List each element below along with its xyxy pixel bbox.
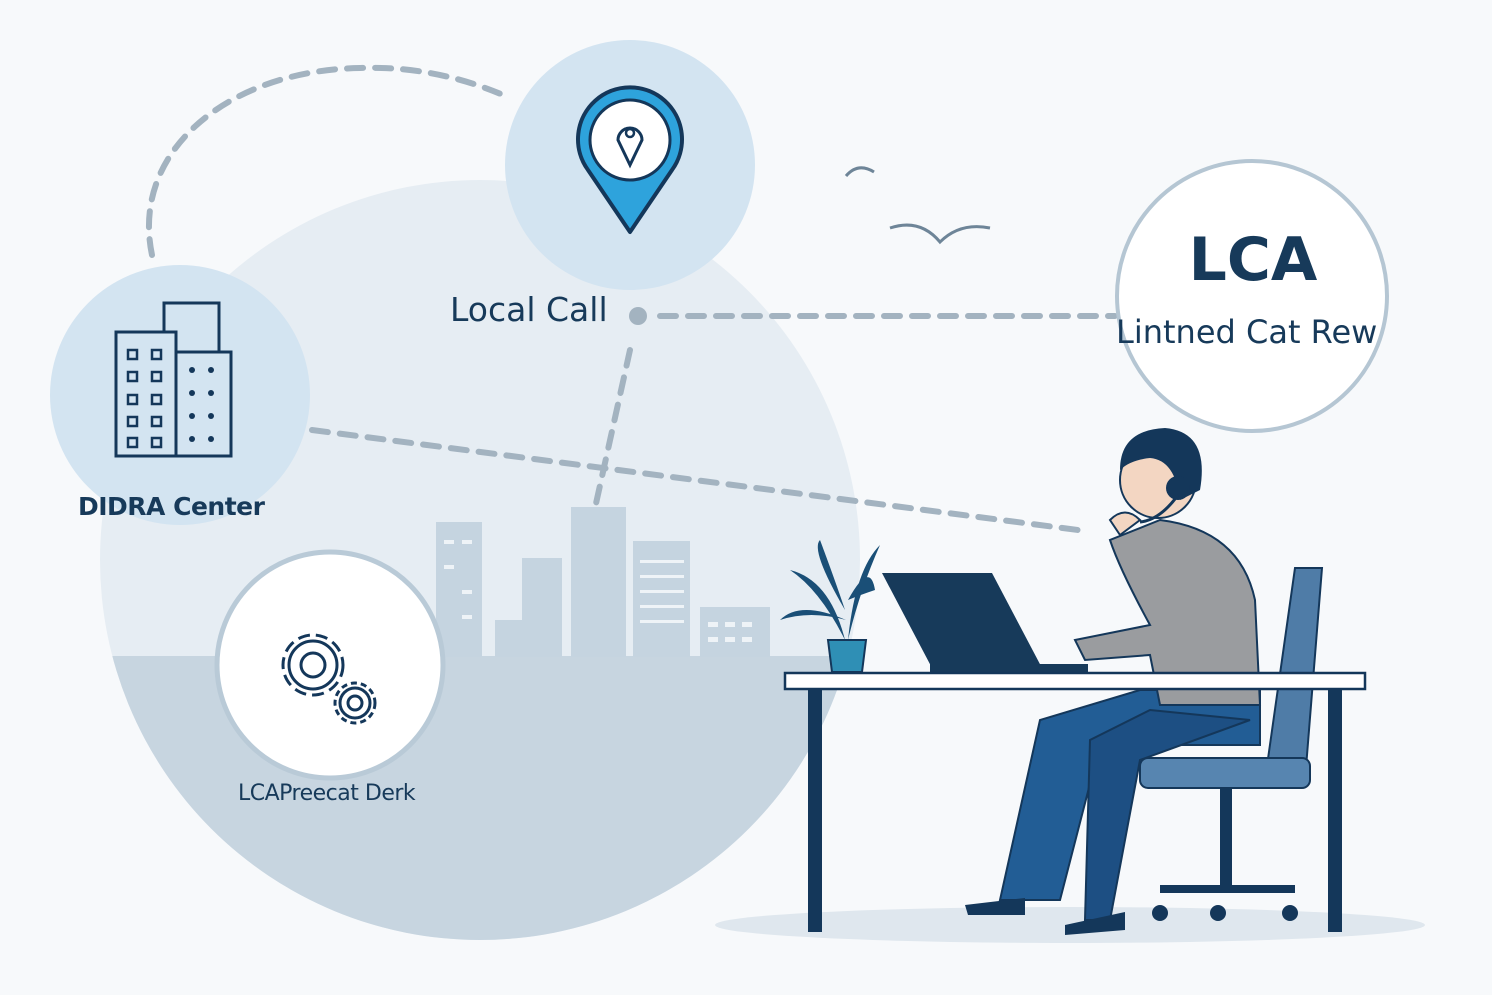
desk-label: LCAPreecat Derk: [238, 781, 416, 806]
lca-subtitle: Lintned Cat Rew: [1116, 313, 1378, 351]
data-center-circle: [50, 265, 310, 525]
plant: [780, 540, 880, 673]
headset-icon: [1166, 476, 1190, 500]
person: [965, 428, 1262, 935]
city-skyline: [436, 507, 770, 657]
bird-icons: [844, 166, 991, 245]
laptop: [882, 573, 1088, 672]
settings-circle: [214, 549, 446, 781]
lca-circle: [1115, 159, 1389, 433]
building-icon: [114, 301, 233, 458]
lca-title: LCA: [1188, 225, 1318, 295]
gears-icon: [281, 633, 377, 725]
local-call-label: Local Call: [450, 290, 608, 329]
desk: [783, 671, 1367, 932]
dashed-connectors: [145, 64, 1118, 533]
data-center-label: DIDRA Center: [78, 492, 265, 521]
location-circle: [505, 40, 755, 290]
connector-dot: [629, 307, 647, 325]
